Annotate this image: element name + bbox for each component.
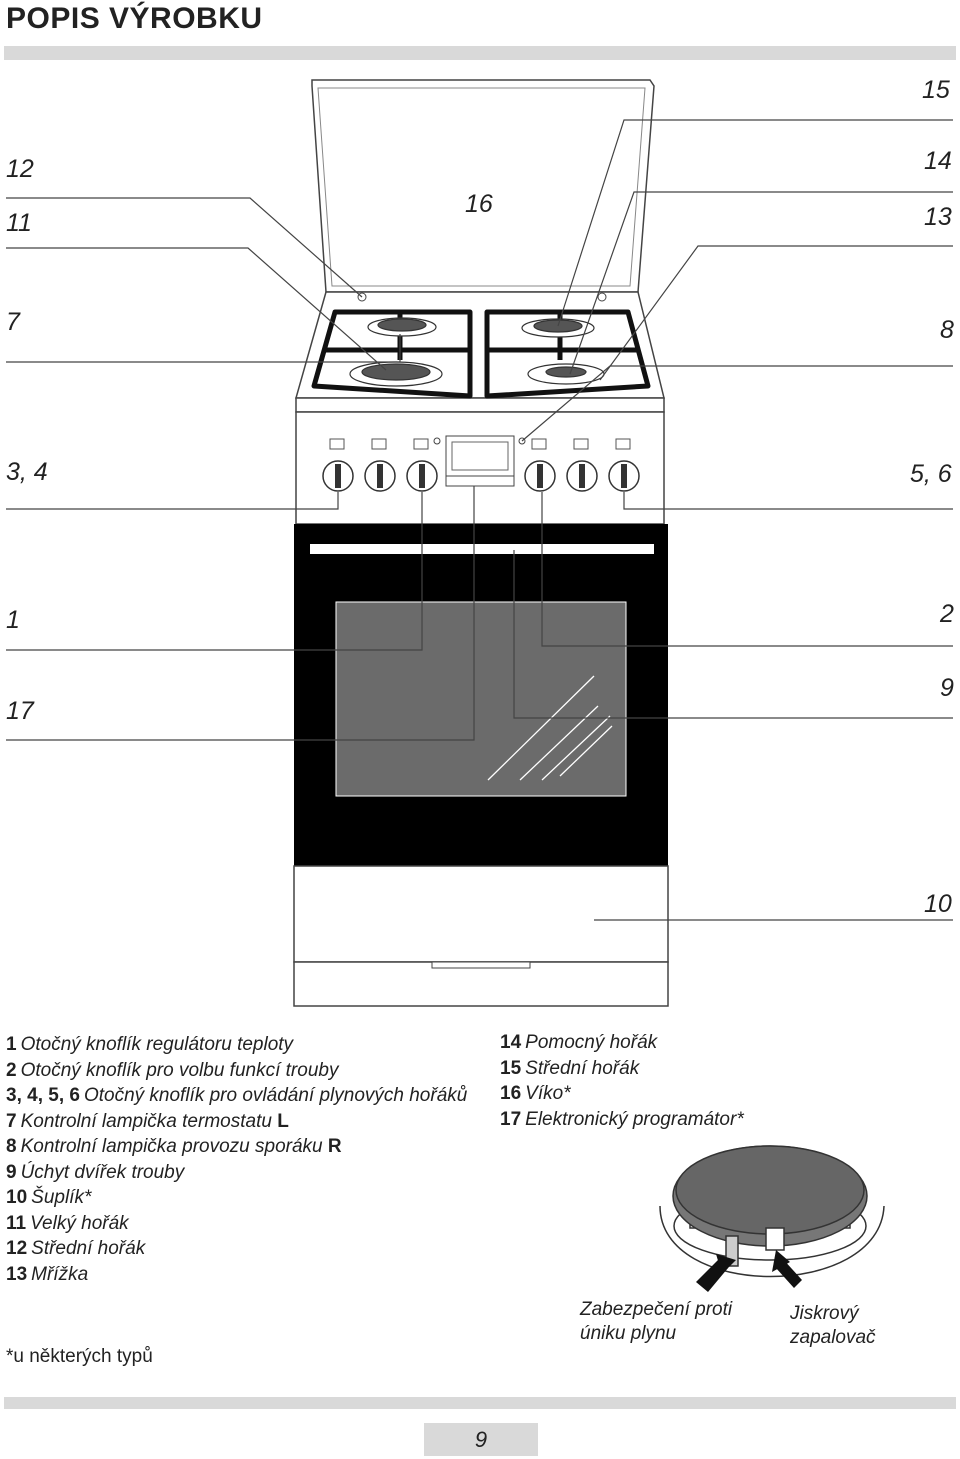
label-17: 17 xyxy=(6,697,34,725)
callout-gas-safety: Zabezpečení proti úniku plynu xyxy=(580,1299,733,1344)
footnote: *u některých typů xyxy=(6,1346,153,1367)
label-15: 15 xyxy=(922,76,950,104)
label-7: 7 xyxy=(6,308,20,336)
label-14: 14 xyxy=(924,147,952,175)
label-11: 11 xyxy=(6,209,32,237)
label-5-6: 5, 6 xyxy=(910,460,952,488)
page-number: 9 xyxy=(424,1423,538,1456)
label-10: 10 xyxy=(924,890,952,918)
label-3-4: 3, 4 xyxy=(6,458,48,486)
label-8: 8 xyxy=(940,316,954,344)
label-2: 2 xyxy=(940,600,954,628)
header-rule xyxy=(4,46,956,60)
label-16: 16 xyxy=(465,190,493,218)
label-12: 12 xyxy=(6,155,34,183)
label-9: 9 xyxy=(940,674,954,702)
callout-igniter: Jiskrový zapalovač xyxy=(790,1303,876,1348)
label-1: 1 xyxy=(6,606,20,634)
page-title: POPIS VÝROBKU xyxy=(6,2,263,35)
label-13: 13 xyxy=(924,203,952,231)
footer-rule xyxy=(4,1397,956,1409)
